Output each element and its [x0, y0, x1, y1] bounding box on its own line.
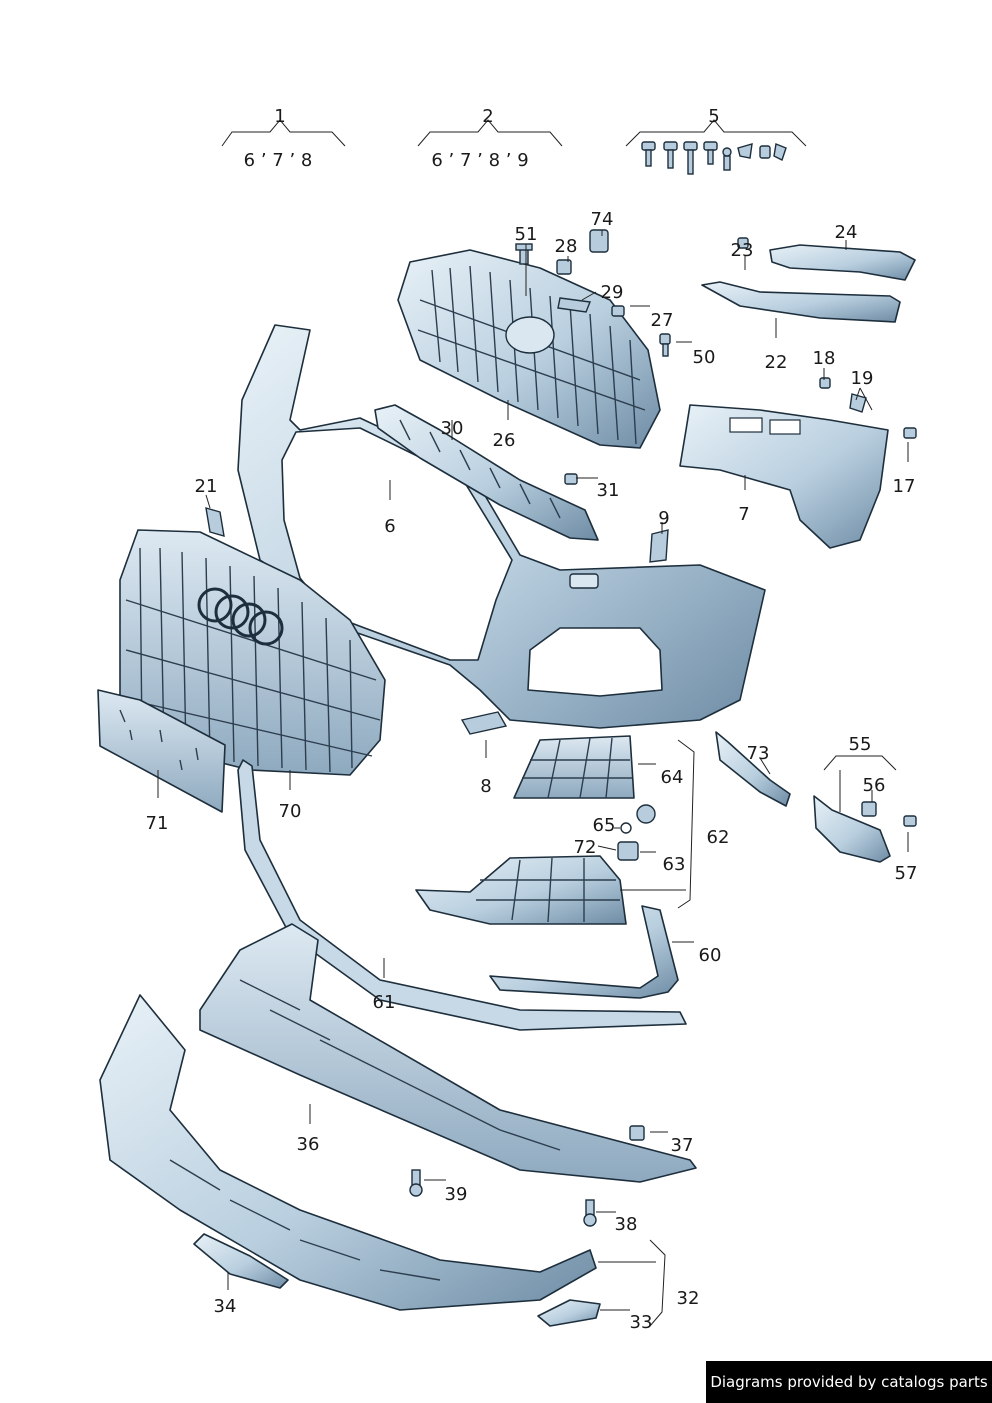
- side-vent: [813, 795, 891, 863]
- label-27: 27: [651, 310, 674, 331]
- label-51: 51: [515, 224, 538, 245]
- label-38: 38: [615, 1214, 638, 1235]
- label-73: 73: [747, 743, 770, 764]
- main-grille: [119, 529, 386, 776]
- fastener-set: [641, 141, 787, 175]
- label-62: 62: [707, 827, 730, 848]
- label-56: 56: [863, 775, 886, 796]
- fog-lamp-trim: [415, 855, 627, 925]
- label-34: 34: [214, 1296, 237, 1317]
- group-bracket-2: [417, 119, 563, 147]
- label-39: 39: [445, 1184, 468, 1205]
- label-50: 50: [693, 347, 716, 368]
- label-9: 9: [658, 508, 669, 529]
- label-63: 63: [663, 854, 686, 875]
- label-61: 61: [373, 992, 396, 1013]
- label-36: 36: [297, 1134, 320, 1155]
- group-bracket-5: [625, 119, 807, 147]
- side-bracket: [679, 404, 889, 549]
- label-31: 31: [597, 480, 620, 501]
- fog-lamp-grille-upper: [513, 735, 635, 799]
- label-23: 23: [731, 240, 754, 261]
- lower-grille-insert: [374, 404, 599, 541]
- label-1: 1: [274, 106, 285, 127]
- label-26: 26: [493, 430, 516, 451]
- label-5: 5: [708, 106, 719, 127]
- group-bracket-1: [221, 119, 346, 147]
- leader-lines: [157, 230, 909, 1327]
- front-spoiler: [99, 994, 597, 1311]
- label-37: 37: [671, 1135, 694, 1156]
- label-32: 32: [677, 1288, 700, 1309]
- label-64: 64: [661, 767, 684, 788]
- spoiler-trim: [193, 1233, 601, 1327]
- label-7: 7: [738, 504, 749, 525]
- upper-grille-frame: [397, 249, 661, 449]
- label-1-sub: 6 ’ 7 ’ 8: [244, 150, 313, 171]
- label-65: 65: [593, 815, 616, 836]
- air-deflector: [199, 923, 697, 1183]
- label-24: 24: [835, 222, 858, 243]
- side-trim-strip: [489, 905, 679, 999]
- label-6: 6: [384, 516, 395, 537]
- label-55: 55: [849, 734, 872, 755]
- label-18: 18: [813, 348, 836, 369]
- label-28: 28: [555, 236, 578, 257]
- label-74: 74: [591, 209, 614, 230]
- label-2: 2: [482, 106, 493, 127]
- license-plate-bracket: [97, 689, 226, 813]
- label-2-sub: 6 ’ 7 ’ 8 ’ 9: [431, 150, 528, 171]
- label-70: 70: [279, 801, 302, 822]
- small-parts: [205, 229, 917, 1227]
- label-60: 60: [699, 945, 722, 966]
- corner-trim-strip: [715, 731, 791, 807]
- label-8: 8: [480, 776, 491, 797]
- label-17: 17: [893, 476, 916, 497]
- label-30: 30: [441, 418, 464, 439]
- label-72: 72: [574, 837, 597, 858]
- label-57: 57: [895, 863, 918, 884]
- upper-trim-strip: [701, 244, 916, 323]
- lower-trim-strip: [237, 759, 687, 1031]
- label-19: 19: [851, 368, 874, 389]
- label-21: 21: [195, 476, 218, 497]
- label-33: 33: [630, 1312, 653, 1333]
- attribution-footer: Diagrams provided by catalogs parts: [706, 1361, 992, 1403]
- label-71: 71: [146, 813, 169, 834]
- part-labels: 1 6 ’ 7 ’ 8 2 6 ’ 7 ’ 8 ’ 9 5 6 7 8 9 17…: [146, 106, 918, 1333]
- label-29: 29: [601, 282, 624, 303]
- label-22: 22: [765, 352, 788, 373]
- attribution-text: Diagrams provided by catalogs parts: [710, 1373, 988, 1391]
